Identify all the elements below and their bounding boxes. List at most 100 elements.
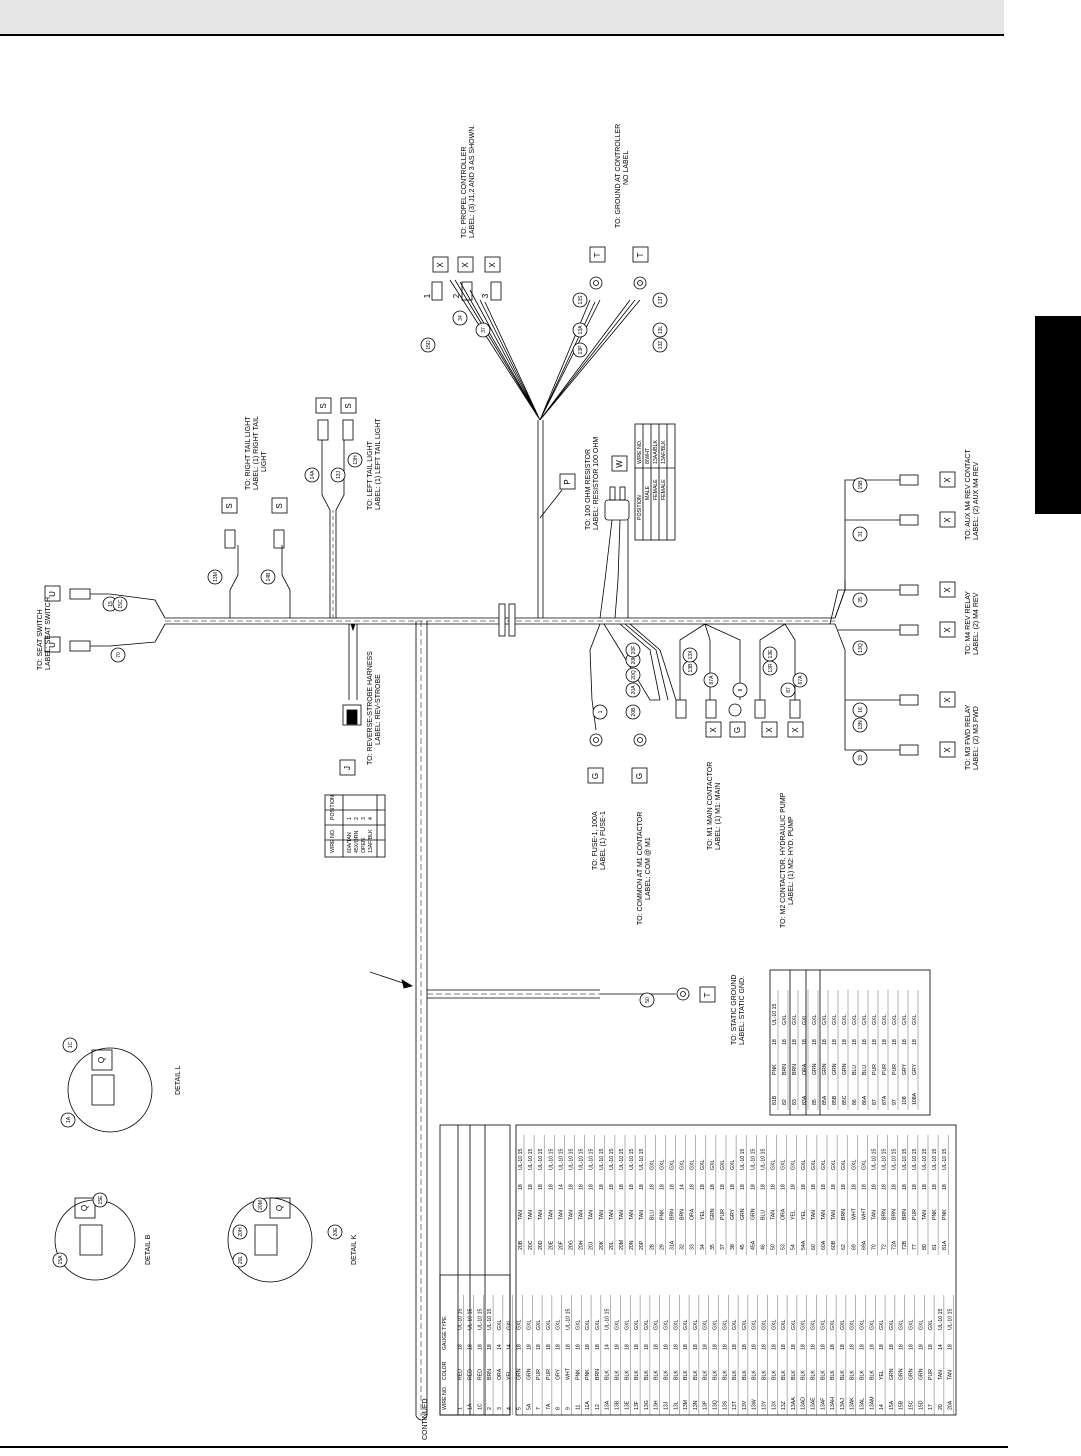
wire-table-cell: 13AH — [830, 1397, 836, 1410]
wire-tag-label: 14B — [266, 572, 272, 582]
wire-table-cell: 12 — [595, 1404, 601, 1410]
wire-table-cell: 18 — [942, 1184, 948, 1190]
wire-table-cell: GRN — [889, 1368, 895, 1380]
wire-table-cell: 45A — [750, 1240, 756, 1250]
box-x-1: X — [436, 262, 445, 268]
wire-table-cell: ORA — [802, 1063, 808, 1075]
wire-table-cell: 18 — [639, 1184, 645, 1190]
wire-tag-label: 70 — [116, 652, 122, 658]
wire-tag-label: 15 — [108, 601, 114, 607]
wire-table-cell: UL-10 15 — [912, 1149, 918, 1170]
wire-table-cell: TAN — [872, 1210, 878, 1220]
right-tail-light-label-1: TO: RIGHT TAIL LIGHT — [245, 416, 252, 490]
wire-table-cell: 18 — [782, 1039, 788, 1045]
wire-table-cell: 81B — [772, 1095, 778, 1105]
wire-table-cell: 18 — [703, 1344, 709, 1350]
wire-tag-circle — [682, 647, 698, 663]
box-x-12: X — [791, 727, 800, 733]
wire-table-cell: 20B — [518, 1240, 524, 1250]
wire-table-cell: 18 — [710, 1184, 716, 1190]
wire-table-cell: 20N — [629, 1240, 635, 1250]
detail-k-title: DETAIL K — [351, 1234, 358, 1265]
wire-table-cell: 18 — [546, 1344, 552, 1350]
box-g-2: G — [635, 773, 644, 779]
wire-table-cell: 18 — [659, 1184, 665, 1190]
box-x-3: X — [488, 262, 497, 268]
wire-table-cell: 18 — [862, 1039, 868, 1045]
wire-tag-circle — [762, 646, 778, 662]
wire-table-cell: GXL — [821, 1160, 827, 1170]
common-m1-label-2: LABEL: COM @ M1 — [645, 837, 652, 900]
section-tab — [1035, 316, 1081, 514]
wire-table-cell: 18 — [771, 1344, 777, 1350]
wire-table-cell: GRN — [842, 1063, 848, 1075]
wire-tag-label: 34 — [458, 315, 464, 321]
wire-table-cell: TAN — [922, 1210, 928, 1220]
wire-table-cell: 34 — [700, 1244, 706, 1250]
box-x-4: X — [943, 477, 952, 483]
wire-tag-label: 87 — [786, 687, 792, 693]
wire-table-cell: BRN — [892, 1209, 898, 1220]
wire-tag-label: 1 — [598, 710, 604, 713]
wire-tag-circle — [327, 1224, 343, 1240]
wire-table-cell: 13X — [771, 1400, 777, 1410]
wire-table-cell: GRN — [526, 1368, 532, 1380]
wire-table-cell: YEL — [791, 1210, 797, 1220]
wire-table-cell: TAN — [639, 1210, 645, 1220]
wire-table-cell: 18 — [585, 1344, 591, 1350]
wire-table-cell: 18 — [840, 1344, 846, 1350]
wire-tag-label: 20E — [333, 1227, 339, 1237]
wire-table-cell: GXL — [781, 1320, 787, 1330]
wire-table-cell: BLK — [820, 1370, 826, 1380]
wire-table-cell: 18 — [772, 1039, 778, 1045]
wire-table-cell: BLK — [624, 1370, 630, 1380]
wire-table-cell: GXL — [908, 1320, 914, 1330]
wire-tag-label: 20F — [631, 646, 637, 655]
wire-table-cell: WHT — [851, 1207, 857, 1220]
wire-table-cell: BRN — [902, 1209, 908, 1220]
wire-table-cell: GXL — [892, 1015, 898, 1025]
wire-table-cell: BLK — [712, 1370, 718, 1380]
wire-tag-circle — [572, 342, 588, 358]
wire-table-cell: 20D — [538, 1240, 544, 1250]
wire-table-cell: UL-10 15 — [639, 1149, 645, 1170]
wire-table-cell: 13AM — [869, 1396, 875, 1410]
wire-table-cell: 18 — [882, 1184, 888, 1190]
wire-table-cell: GXL — [792, 1015, 798, 1025]
wire-table-cell: 77 — [912, 1244, 918, 1250]
wire-table-cell: BLK — [605, 1370, 611, 1380]
rev-table-cell: 13AF/BLK — [368, 829, 374, 853]
m4-rev-label-2: LABEL: (2) M4 REV — [973, 592, 980, 655]
wire-table-cell: 14 — [558, 1184, 564, 1190]
wire-table-cell: PNK — [575, 1369, 581, 1380]
aux-m4-label-1: TO: AUX M4 REV CONTACT — [965, 449, 972, 540]
wire-tag-circle — [330, 467, 346, 483]
wire-table-cell: GXL — [850, 1320, 856, 1330]
wire-table-cell: 18 — [872, 1184, 878, 1190]
wire-tag-label: 15D — [426, 340, 432, 350]
wire-table-cell: 18 — [712, 1344, 718, 1350]
resistor-label-2: LABEL: RESISTOR 100 OHM — [593, 437, 600, 530]
wire-table-cell: 32 — [680, 1244, 686, 1250]
wire-table-cell: 18 — [842, 1039, 848, 1045]
wire-table-cell: 87A — [882, 1095, 888, 1105]
wire-table-cell: GRN — [822, 1063, 828, 1075]
wire-table-cell: 18 — [528, 1184, 534, 1190]
box-g-3: G — [733, 727, 742, 733]
wire-table-cell: 18 — [518, 1184, 524, 1190]
wire-table-cell: 14 — [605, 1344, 611, 1350]
wire-table-cell: GXL — [801, 1320, 807, 1330]
m1-main-label-2: LABEL: (1) M1: MAIN — [715, 783, 722, 850]
rev-table-cell: 1 — [347, 817, 353, 820]
wire-table-cell: GXL — [507, 1320, 513, 1330]
wire-table-cell: 20H — [579, 1240, 585, 1250]
wire-table-cell: RED — [467, 1369, 473, 1380]
wire-table-cell: 18 — [700, 1184, 706, 1190]
resistor-table-r1b: MALE — [645, 485, 651, 500]
wire-table-cell: 18 — [589, 1184, 595, 1190]
wire-table-cell: 18 — [879, 1344, 885, 1350]
wire-table-cell: 18 — [899, 1344, 905, 1350]
wire-table-cell: 60 — [811, 1244, 817, 1250]
wire-table-cell: GRN — [750, 1208, 756, 1220]
wire-table-cell: GXL — [624, 1320, 630, 1330]
